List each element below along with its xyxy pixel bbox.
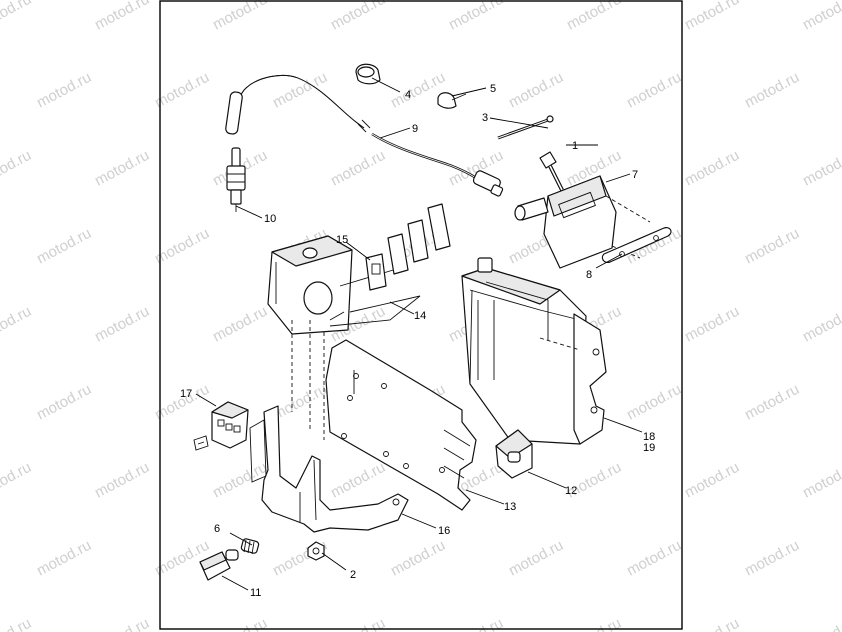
watermark-text: motod.ru (682, 0, 742, 34)
watermark-text: motod.ru (34, 381, 94, 424)
callout-8: 8 (586, 269, 592, 281)
diagram-frame (159, 0, 683, 630)
watermark-text: motod.ru (328, 459, 388, 502)
watermark-text: motod.ru (800, 147, 842, 190)
watermark-text: motod.ru (270, 537, 330, 580)
part-2-nut (307, 541, 325, 561)
watermark-text: motod.ru (800, 459, 842, 502)
callout-6: 6 (214, 523, 220, 535)
watermark-text: motod.ru (34, 537, 94, 580)
watermark-text: motod.ru (92, 615, 152, 632)
watermark-text: motod.ru (34, 225, 94, 268)
part-5-clip (437, 92, 467, 109)
watermark-text: motod.ru (92, 0, 152, 34)
watermark-text: motod.ru (624, 69, 684, 112)
part-18-ecu (461, 257, 607, 445)
watermark-text: motod.ru (800, 303, 842, 346)
part-4-clip (355, 63, 381, 85)
part-11-switch (199, 549, 239, 581)
watermark-text: motod.ru (624, 381, 684, 424)
part-3-pin (497, 115, 554, 140)
watermark-text: motod.ru (210, 0, 270, 34)
watermark-text: motod.ru (0, 0, 34, 34)
callout-16: 16 (438, 525, 450, 537)
watermark-text: motod.ru (0, 303, 34, 346)
watermark-text: motod.ru (682, 147, 742, 190)
callout-10: 10 (264, 213, 276, 225)
watermark-text: motod.ru (742, 69, 802, 112)
callout-7: 7 (632, 169, 638, 181)
part-10-plug (226, 147, 246, 212)
watermark-text: motod.ru (506, 69, 566, 112)
watermark-text: motod.ru (0, 459, 34, 502)
callout-3: 3 (482, 112, 488, 124)
part-14-box (267, 235, 421, 335)
watermark-text: motod.ru (92, 303, 152, 346)
callout-2: 2 (350, 569, 356, 581)
callout-5: 5 (490, 83, 496, 95)
part-15-relays (365, 203, 451, 291)
watermark-text: motod.ru (0, 615, 34, 632)
part-1-bolt (539, 151, 564, 191)
watermark-text: motod.ru (742, 537, 802, 580)
watermark-text: motod.ru (270, 381, 330, 424)
part-13-plate (325, 339, 477, 511)
part-8-strap (601, 227, 672, 263)
part-16-bracket (249, 320, 409, 533)
watermark-text: motod.ru (800, 0, 842, 34)
watermark-text: motod.ru (682, 459, 742, 502)
watermark-text: motod.ru (624, 537, 684, 580)
watermark-text: motod.ru (328, 147, 388, 190)
part-9-cable (225, 75, 504, 197)
watermark-text: motod.ru (388, 537, 448, 580)
watermark-text: motod.ru (152, 225, 212, 268)
callout-17: 17 (180, 388, 192, 400)
callout-14: 14 (414, 310, 426, 322)
watermark-text: motod.ru (152, 537, 212, 580)
watermark-text: motod.ru (210, 459, 270, 502)
callout-18: 18 (643, 431, 655, 443)
callout-9: 9 (412, 123, 418, 135)
part-7-module (514, 175, 651, 269)
callout-13: 13 (504, 501, 516, 513)
watermark-text: motod.ru (92, 147, 152, 190)
part-17-connector (193, 401, 249, 451)
watermark-text: motod.ru (800, 615, 842, 632)
watermark-text: motod.ru (34, 69, 94, 112)
watermark-text: motod.ru (328, 0, 388, 34)
watermark-text: motod.ru (210, 303, 270, 346)
callout-labels: 1 2 3 4 5 6 7 8 9 10 11 12 13 14 15 16 1… (180, 83, 655, 599)
watermark-text: motod.ru (446, 0, 506, 34)
watermark-text: motod.ru (564, 0, 624, 34)
watermark-text: motod.ru (152, 69, 212, 112)
callout-1: 1 (572, 140, 578, 152)
callout-12: 12 (565, 485, 577, 497)
watermark-text: motod.ru (0, 147, 34, 190)
callout-19: 19 (643, 442, 655, 454)
callout-11: 11 (250, 587, 261, 599)
watermark-text: motod.ru (742, 381, 802, 424)
leader-lines (195, 77, 643, 591)
watermark-text: motod.ru (682, 303, 742, 346)
watermark-text: motod.ru (92, 459, 152, 502)
part-12-bushing (495, 429, 533, 479)
watermark-text: motod.ru (742, 225, 802, 268)
watermark-text: motod.ru (682, 615, 742, 632)
watermark-text: motod.ru (506, 537, 566, 580)
callout-4: 4 (405, 89, 411, 101)
callout-15: 15 (336, 234, 348, 246)
